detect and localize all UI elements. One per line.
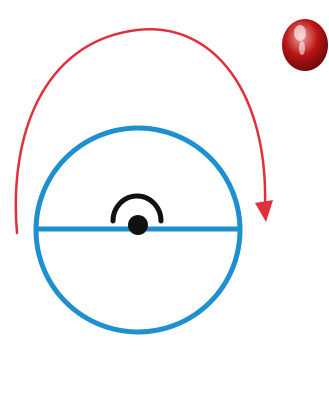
ball-glint xyxy=(299,41,305,55)
center-dot-icon xyxy=(128,215,148,235)
ball-shine xyxy=(294,25,306,41)
ball-body xyxy=(282,19,328,71)
red-ball-icon xyxy=(282,19,328,71)
arrowhead-icon xyxy=(255,200,273,222)
clockwise-arc-arrow-icon xyxy=(16,29,265,233)
